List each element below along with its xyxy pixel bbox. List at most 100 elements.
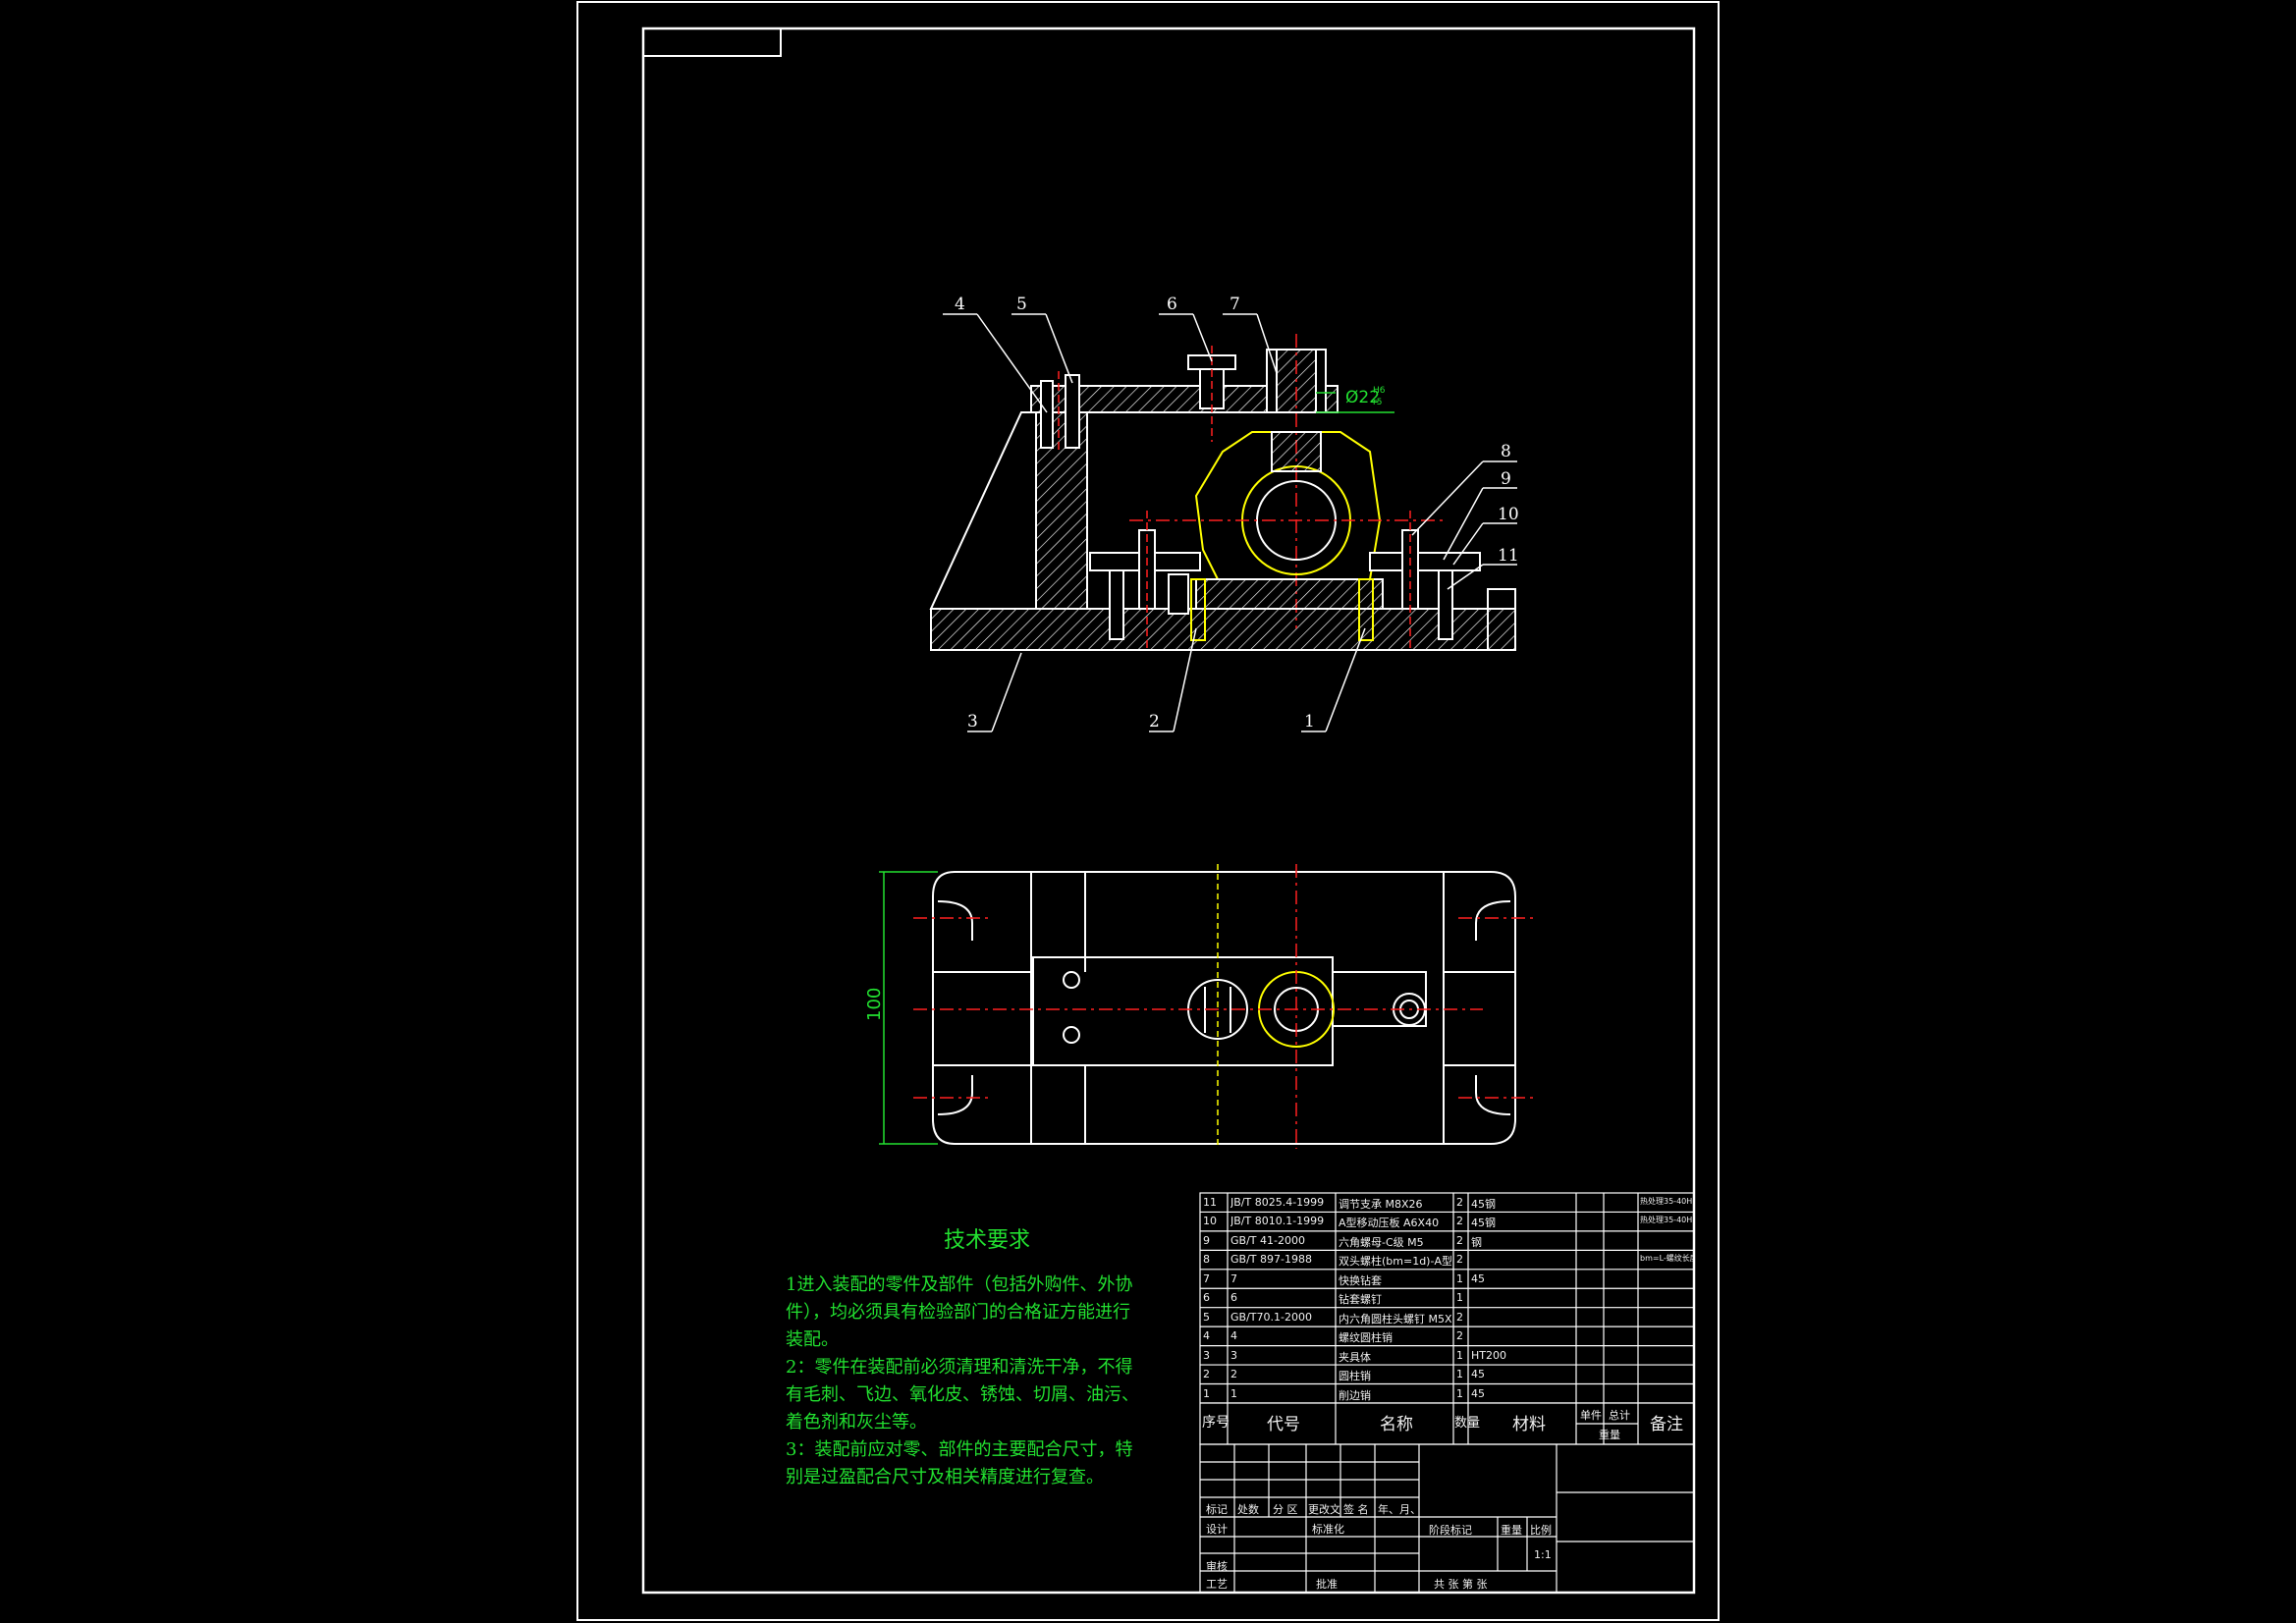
bom-cell-name: 削边销 [1339, 1388, 1371, 1402]
bom-cell-no: 6 [1203, 1291, 1210, 1305]
tb-process: 工艺 [1206, 1578, 1228, 1591]
bom-cell-name: 螺纹圆柱销 [1339, 1331, 1393, 1345]
tb-scale: 比例 [1530, 1524, 1552, 1537]
bom-cell-note: 热处理35-40HRC [1640, 1216, 1693, 1225]
tb-weight: 重量 [1501, 1524, 1522, 1537]
bom-cell-name: A型移动压板 A6X40 [1339, 1217, 1440, 1230]
bom-cell-no: 11 [1203, 1196, 1217, 1209]
bom-cell-material: 45 [1471, 1271, 1485, 1285]
bom-cell-no: 5 [1203, 1310, 1210, 1324]
tb-sign: 签 名 [1343, 1503, 1369, 1516]
tb-count: 处数 [1237, 1503, 1259, 1516]
bom-cell-material: HT200 [1471, 1348, 1506, 1362]
balloon-4: 4 [955, 295, 965, 314]
bom-cell-name: 双头螺柱(bm=1d)-A型 M5X25 [1339, 1255, 1451, 1269]
width-dimension [879, 871, 938, 1145]
balloon-5: 5 [1016, 295, 1027, 314]
bom-cell-note: 热处理35-40HRC [1640, 1197, 1693, 1206]
bom-cell-name: 六角螺母-C级 M5 [1339, 1235, 1424, 1249]
bom-cell-code: JB/T 8010.1-1999 [1230, 1215, 1325, 1228]
bom-cell-qty: 1 [1456, 1348, 1463, 1362]
top-view-centerlines [913, 864, 1537, 1149]
bom-cell-qty: 2 [1456, 1329, 1463, 1343]
balloon-3: 3 [967, 712, 978, 731]
bom-grid [1199, 1192, 1695, 1594]
front-section-view [929, 334, 1516, 651]
bom-cell-no: 8 [1203, 1253, 1210, 1267]
bom-cell-material: 45 [1471, 1368, 1485, 1381]
bom-cell-code: 1 [1230, 1386, 1237, 1400]
leader-lines [943, 313, 1517, 732]
tech-line-6: 着色剂和灰尘等。 [786, 1412, 927, 1433]
balloon-6: 6 [1167, 295, 1177, 314]
balloon-10: 10 [1498, 505, 1519, 524]
top-view-outline [932, 871, 1516, 1145]
bom-cell-code: 6 [1230, 1291, 1237, 1305]
top-view [932, 871, 1516, 1145]
bom-cell-qty: 2 [1456, 1196, 1463, 1209]
bom-cell-qty: 1 [1456, 1291, 1463, 1305]
workpiece-outline [1194, 431, 1382, 580]
bom-cell-name: 钻套螺钉 [1339, 1293, 1382, 1307]
fit-dimension-value: Ø22 [1345, 388, 1380, 407]
bom-cell-code: JB/T 8025.4-1999 [1230, 1196, 1325, 1209]
tb-date: 年、月、日 [1378, 1503, 1417, 1516]
bom-header-no: 序号 [1202, 1415, 1230, 1431]
tech-title: 技术要求 [943, 1228, 1030, 1253]
inner-frame [641, 27, 1696, 1595]
outer-frame [576, 1, 1720, 1621]
bom-cell-name: 夹具体 [1339, 1350, 1371, 1364]
tech-line-5: 有毛刺、飞边、氧化皮、锈蚀、切屑、油污、 [786, 1384, 1139, 1405]
tech-line-2: 件），均必须具有检验部门的合格证方能进行 [786, 1302, 1130, 1323]
bom-cell-qty: 2 [1456, 1233, 1463, 1247]
tb-doc: 更改文件号 [1308, 1503, 1339, 1516]
fit-lower: r5 [1373, 398, 1382, 407]
tech-line-3: 装配。 [786, 1329, 839, 1350]
tb-design: 设计 [1206, 1523, 1228, 1536]
bom-cell-name: 调节支承 M8X26 [1339, 1198, 1423, 1211]
bom-header-note: 备注 [1650, 1415, 1683, 1434]
bom-cell-qty: 1 [1456, 1386, 1463, 1400]
balloon-11: 11 [1498, 546, 1519, 566]
bom-cell-no: 9 [1203, 1233, 1210, 1247]
balloon-1: 1 [1304, 712, 1315, 731]
tech-line-7: 3：装配前应对零、部件的主要配合尺寸，特 [786, 1439, 1133, 1460]
width-dimension-value: 100 [864, 988, 885, 1021]
bom-header-single: 单件 [1580, 1409, 1602, 1422]
corner-label-box [642, 27, 782, 57]
bom-cell-no: 7 [1203, 1271, 1210, 1285]
bom-cell-code: 3 [1230, 1348, 1237, 1362]
bom-cell-code: GB/T 897-1988 [1230, 1253, 1312, 1267]
bom-cell-qty: 2 [1456, 1253, 1463, 1267]
bom-cell-qty: 2 [1456, 1310, 1463, 1324]
bom-cell-no: 3 [1203, 1348, 1210, 1362]
fit-upper: H6 [1373, 386, 1386, 396]
bom-cell-no: 4 [1203, 1329, 1210, 1343]
bom-cell-qty: 2 [1456, 1215, 1463, 1228]
bom-cell-code: 2 [1230, 1368, 1237, 1381]
bom-cell-code: 4 [1230, 1329, 1237, 1343]
bom-cell-no: 1 [1203, 1386, 1210, 1400]
balloon-labels: 4 5 6 7 8 9 10 11 3 2 1 [955, 295, 1519, 731]
balloon-9: 9 [1501, 469, 1511, 489]
bom-cell-material: 45钢 [1471, 1217, 1496, 1230]
bom-cell-code: 7 [1230, 1271, 1237, 1285]
bom-header-material: 材料 [1512, 1415, 1546, 1434]
tb-review: 审核 [1206, 1560, 1228, 1573]
bom-cell-name: 快换钻套 [1339, 1273, 1382, 1287]
tb-standard: 标准化 [1312, 1523, 1344, 1536]
tech-line-8: 别是过盈配合尺寸及相关精度进行复查。 [786, 1467, 1104, 1488]
tb-sheets: 共 张 第 张 [1434, 1578, 1488, 1591]
bom-header-weight: 重量 [1599, 1429, 1620, 1441]
bom-cell-material: 钢 [1471, 1235, 1482, 1249]
bom-header-qty: 数量 [1454, 1416, 1481, 1431]
base-plate [930, 608, 1516, 651]
bom-cell-name: 内六角圆柱头螺钉 M5X20 [1339, 1312, 1451, 1325]
balloon-2: 2 [1149, 712, 1160, 731]
bom-cell-qty: 1 [1456, 1368, 1463, 1381]
tech-line-4: 2：零件在装配前必须清理和清洗干净，不得 [786, 1357, 1133, 1378]
tb-scale-value: 1:1 [1534, 1548, 1552, 1561]
bom-cell-material: 45 [1471, 1386, 1485, 1400]
tech-line-1: 1进入装配的零件及部件（包括外购件、外协 [786, 1274, 1133, 1295]
